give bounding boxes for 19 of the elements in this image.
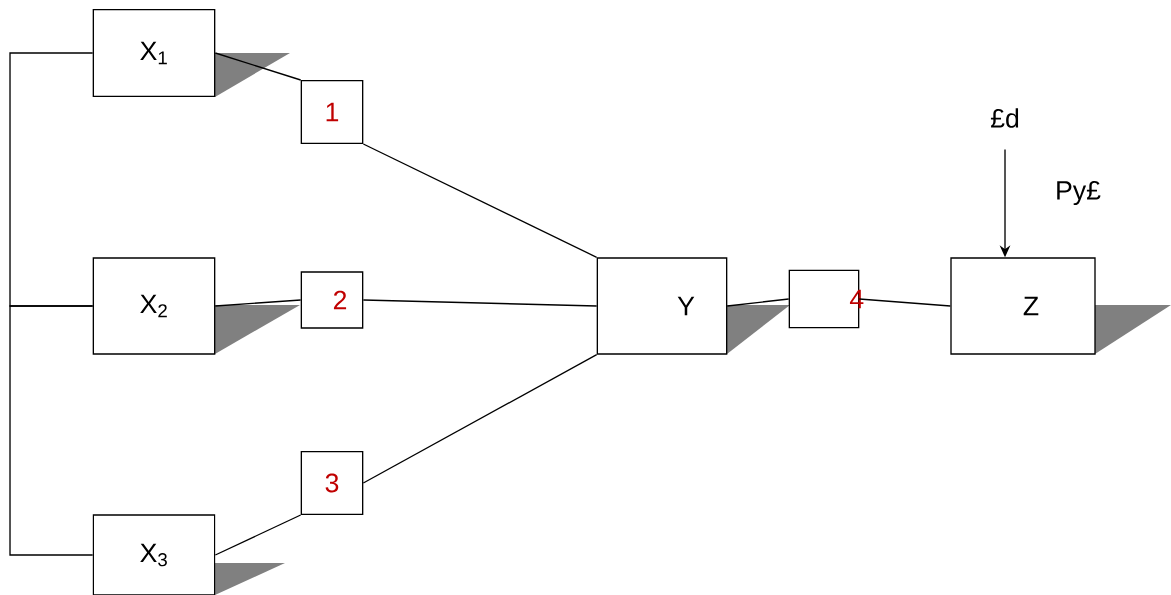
- process-box: X$_{2}$: [92, 257, 216, 355]
- connector-line: [362, 354, 598, 484]
- connector-line: [214, 52, 302, 81]
- text-label: Py£: [1057, 180, 1101, 206]
- connector-line: [726, 298, 790, 307]
- text-label: £d: [990, 108, 1019, 128]
- connector-line: [214, 299, 302, 307]
- connector-line: [858, 298, 951, 307]
- connector-line: [362, 299, 598, 307]
- number-box: 3: [300, 451, 364, 515]
- connector-line: [362, 143, 598, 258]
- connector-line: [9, 52, 94, 307]
- process-box: X$_{1}$: [92, 9, 216, 97]
- number-box: 2: [300, 271, 364, 329]
- process-box: Y: [596, 257, 728, 355]
- process-box: Z: [950, 257, 1096, 355]
- connector-line: [9, 305, 94, 556]
- number-box: 1: [300, 80, 364, 144]
- process-box: X$_{3}$: [92, 514, 216, 595]
